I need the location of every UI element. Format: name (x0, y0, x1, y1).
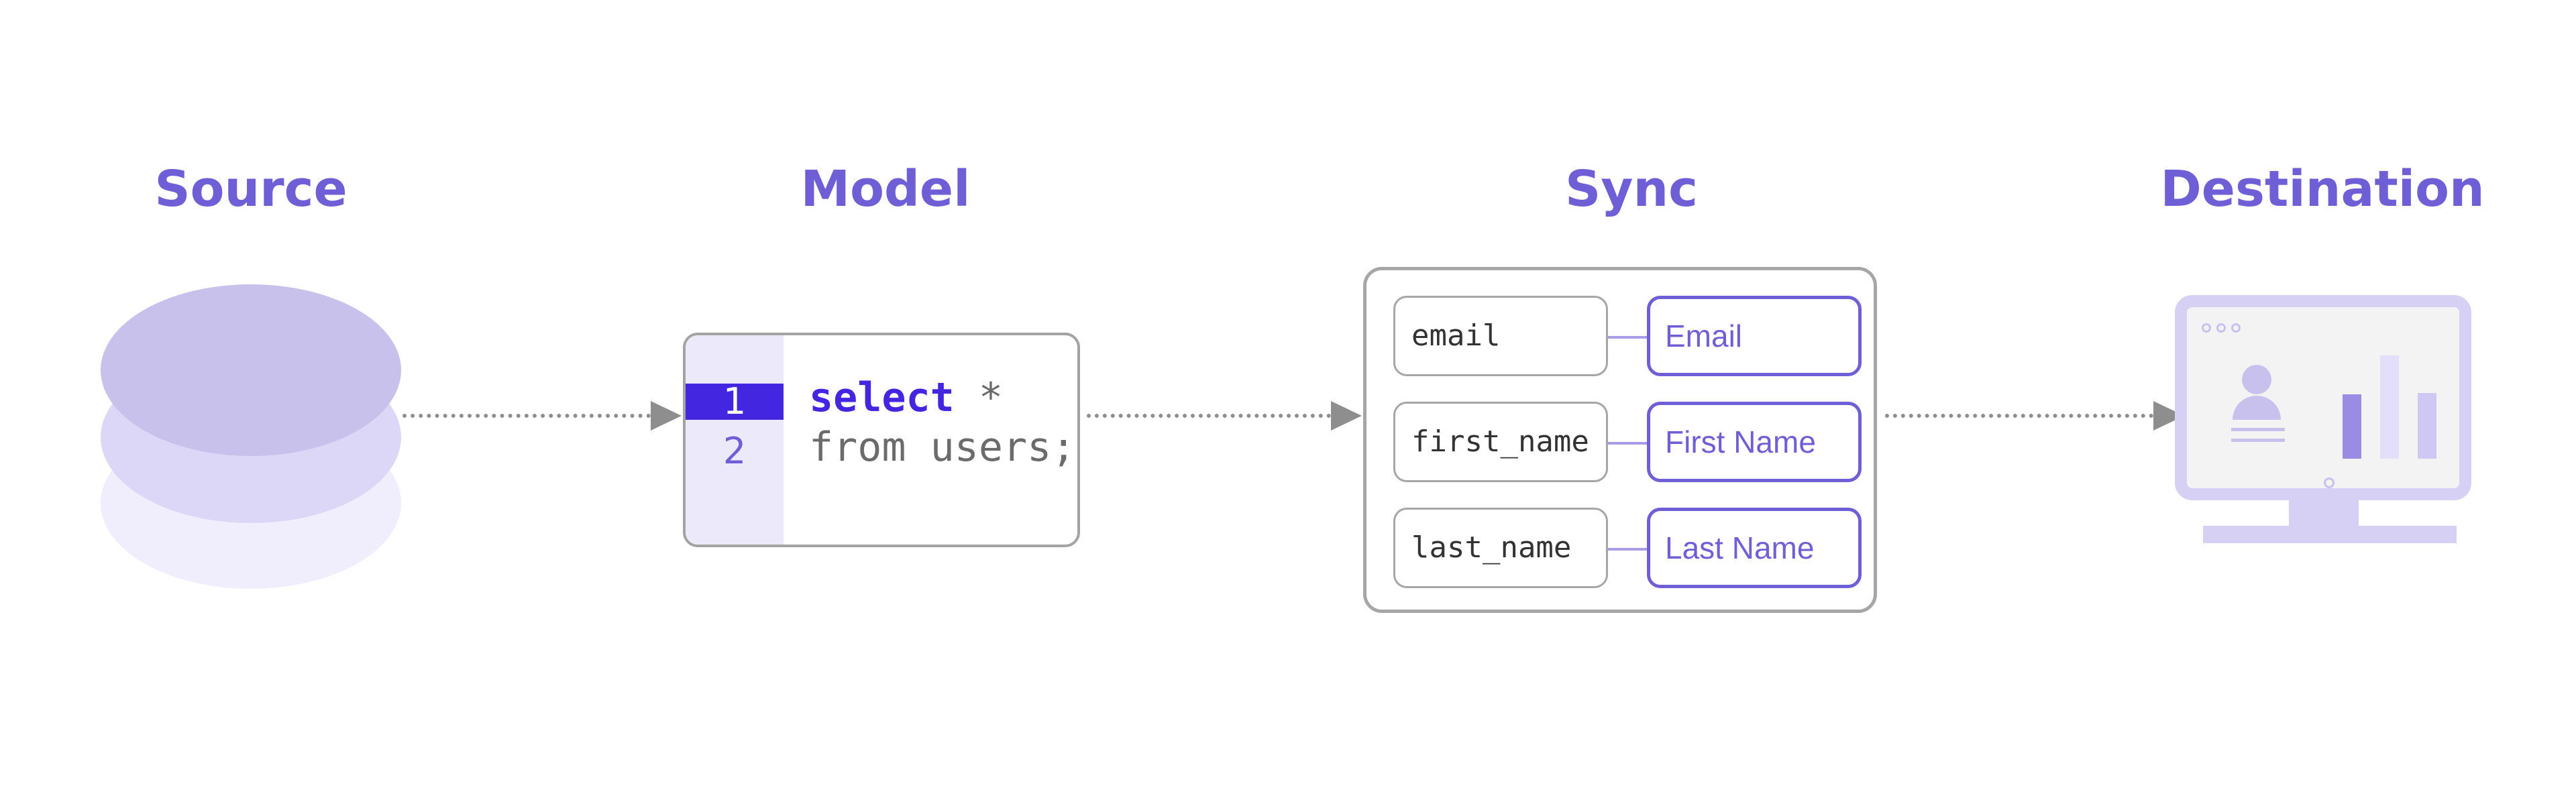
bar-chart-bar (2380, 355, 2399, 459)
line-number-2: 2 (722, 430, 747, 472)
sql-keyword-select: select (809, 374, 955, 421)
stage-title-source: Source (154, 160, 347, 218)
stage-title-sync: Sync (1564, 160, 1699, 218)
mapping-link-email (1608, 336, 1647, 339)
source-field-first-name: first_name (1393, 402, 1608, 482)
profile-line (2231, 439, 2285, 442)
window-dot-icon (2202, 323, 2211, 333)
line-number-1: 1 (722, 380, 747, 422)
sql-model-box: 1 2 select * from users; (683, 333, 1080, 547)
database-disk-top (101, 284, 401, 456)
user-avatar-body (2233, 396, 2281, 420)
arrowhead-model-sync (1331, 401, 1362, 431)
monitor-base (2203, 526, 2457, 543)
destination-field-last-name: Last Name (1647, 508, 1862, 588)
bar-chart-bar (2418, 393, 2436, 459)
power-button-icon (2324, 477, 2334, 488)
code-line-1-rest: * (954, 374, 1003, 421)
destination-field-email: Email (1647, 296, 1862, 376)
source-field-last-name: last_name (1393, 508, 1608, 588)
window-dot-icon (2216, 323, 2226, 333)
sync-mapping-box: email Email first_name First Name last_n… (1363, 267, 1877, 613)
mapping-link-last-name (1608, 548, 1647, 551)
window-dot-icon (2231, 323, 2241, 333)
monitor-neck (2289, 500, 2359, 527)
mapping-link-first-name (1608, 442, 1647, 445)
arrowhead-source-model (651, 401, 682, 431)
destination-field-first-name: First Name (1647, 402, 1862, 482)
profile-line (2231, 428, 2285, 431)
active-line-highlight (686, 384, 784, 420)
bar-chart-bar (2343, 394, 2361, 459)
source-field-email: email (1393, 296, 1608, 376)
connector-model-sync (1087, 414, 1331, 418)
connector-sync-destination (1885, 414, 2153, 418)
line-number-gutter (686, 335, 784, 545)
code-line-2-rest: from users; (809, 424, 1076, 471)
connector-source-model (402, 414, 651, 418)
monitor-screen (2175, 295, 2471, 500)
stage-title-model: Model (800, 160, 971, 218)
code-line-2: from users; (809, 424, 1075, 471)
user-avatar-icon (2242, 365, 2271, 394)
code-line-1: select * (809, 374, 1003, 421)
stage-title-destination: Destination (2160, 160, 2485, 218)
